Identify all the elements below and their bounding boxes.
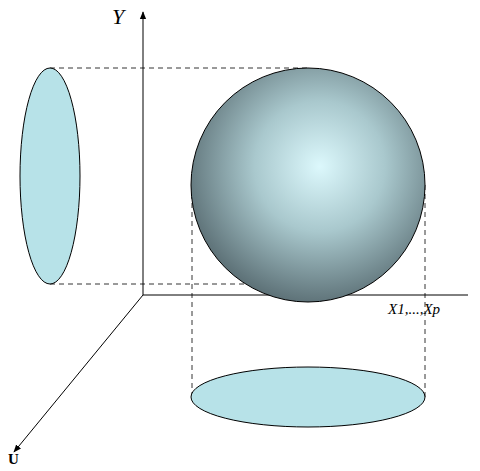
- sphere: [191, 68, 425, 302]
- axis-label: Y: [112, 6, 124, 28]
- y-projection-ellipse: [20, 68, 80, 284]
- projection-lines: [50, 68, 425, 397]
- x-projection-ellipse: [191, 367, 425, 427]
- axis-label: X1,...,Xp: [388, 302, 440, 317]
- axis-label: U: [8, 452, 19, 467]
- y-axis: [143, 12, 144, 295]
- u-axis: [14, 295, 143, 452]
